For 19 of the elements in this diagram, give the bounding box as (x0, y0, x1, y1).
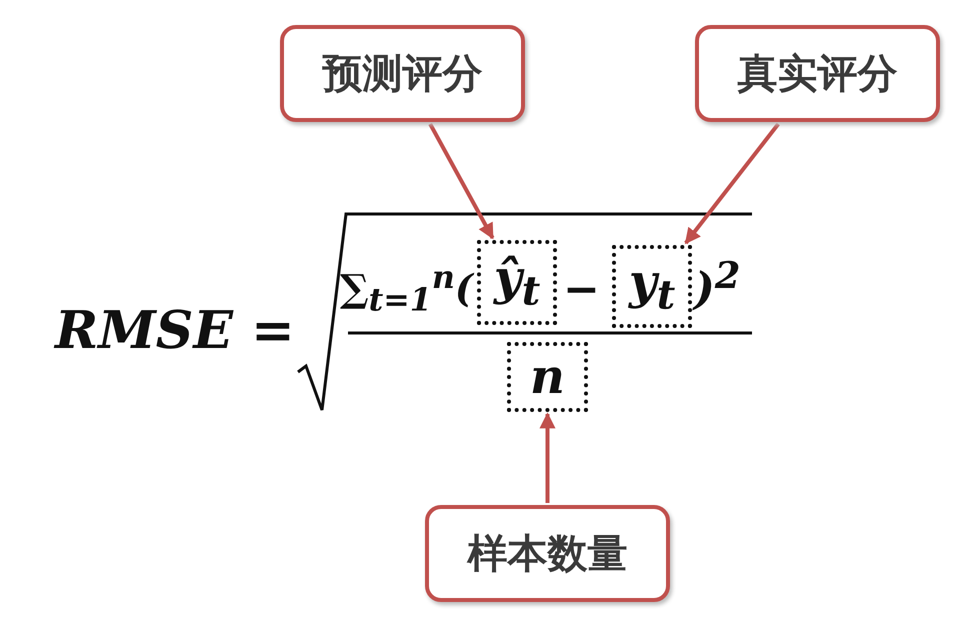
callout-box (280, 25, 525, 122)
formula-term: ∑$_{t=1}$$^{n}$( (340, 262, 473, 316)
arrow (540, 412, 556, 503)
callout-box (695, 25, 940, 122)
formula-term: n (530, 349, 565, 405)
dotted-box (507, 342, 588, 412)
formula-term: y$_{t}$ (628, 254, 676, 319)
formula-term: − (563, 268, 600, 312)
callout-box (425, 505, 670, 602)
callout-text: 预测评分 (322, 50, 482, 99)
callout-text: 真实评分 (738, 50, 898, 99)
formula-term: ŷ$_{t}$ (494, 250, 540, 315)
callout-text: 样本数量 (468, 530, 628, 579)
dotted-box (612, 245, 692, 328)
dotted-box (477, 240, 557, 325)
arrow (428, 123, 494, 240)
arrow (684, 122, 780, 244)
formula-term: )$^{2}$ (694, 258, 740, 312)
formula-text: RMSE = (55, 305, 295, 357)
